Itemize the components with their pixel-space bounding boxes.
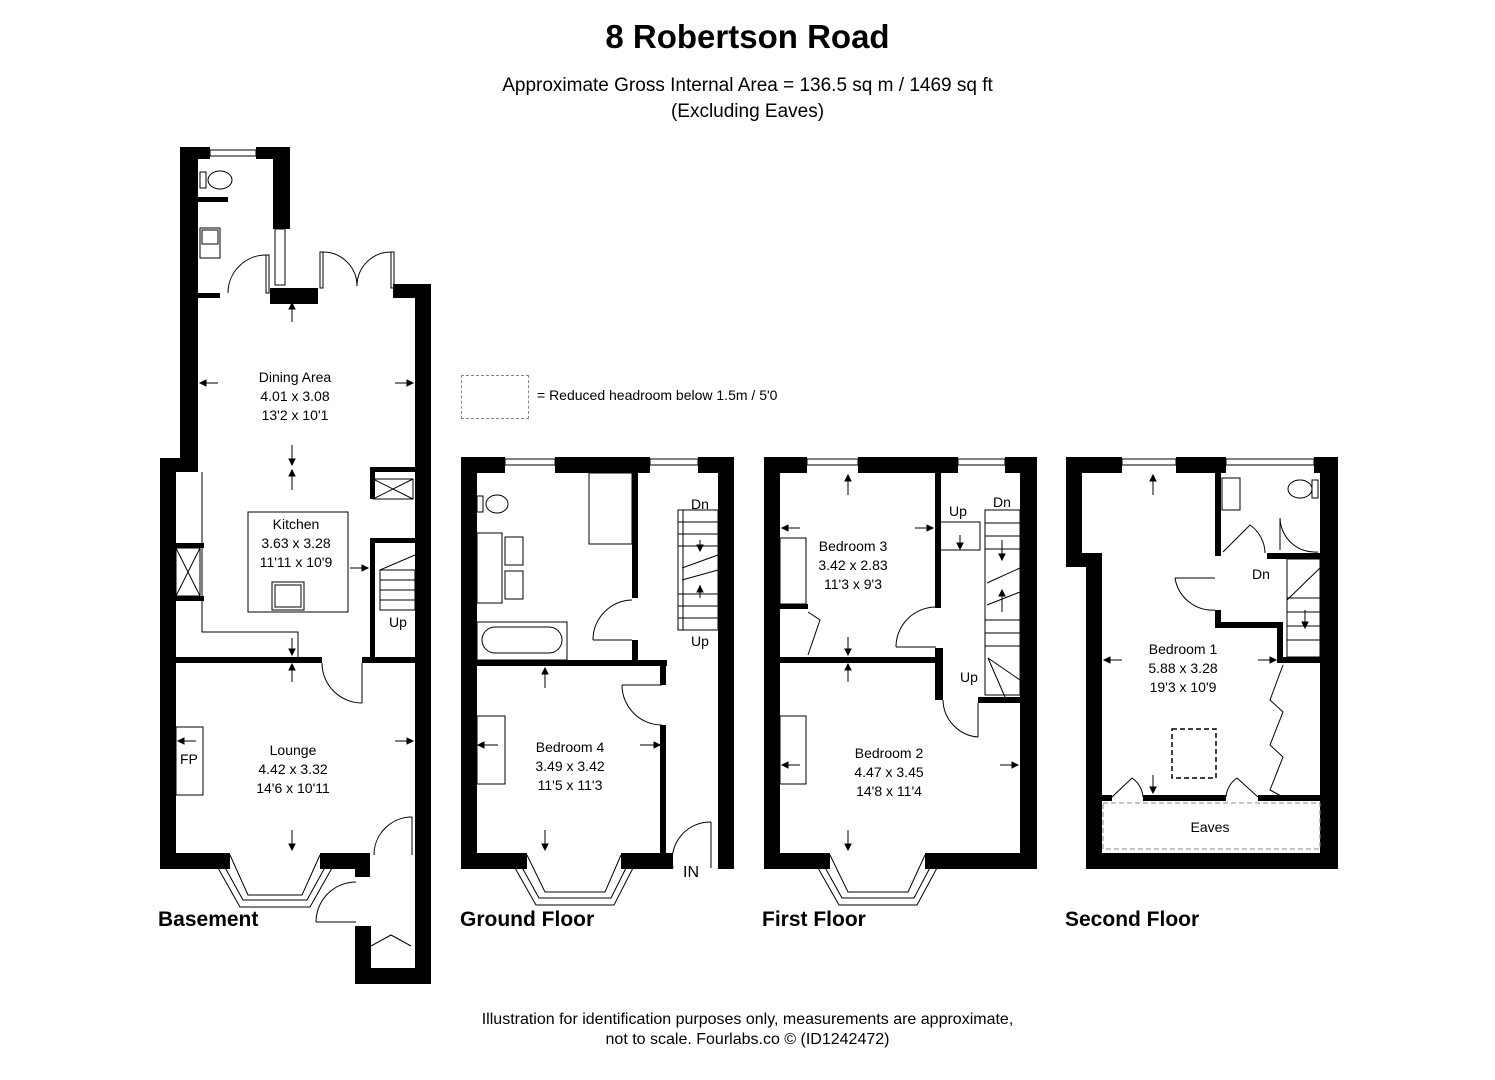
room-name: Lounge: [269, 742, 317, 758]
room-metric: 4.01 x 3.08: [260, 388, 330, 404]
room-imperial: 14'8 x 11'4: [856, 783, 922, 799]
room-lounge: Lounge 4.42 x 3.32 14'6 x 10'11: [256, 741, 330, 798]
reduced-headroom-legend-text: = Reduced headroom below 1.5m / 5'0: [537, 387, 778, 403]
room-imperial: 19'3 x 10'9: [1149, 679, 1217, 695]
room-metric: 5.88 x 3.28: [1148, 660, 1218, 676]
disclaimer-line-1: Illustration for identification purposes…: [481, 1011, 1014, 1028]
room-bedroom-2: Bedroom 2 4.47 x 3.45 14'8 x 11'4: [854, 744, 923, 801]
room-imperial: 11'5 x 11'3: [537, 777, 603, 793]
page-title: 8 Robertson Road: [605, 18, 890, 55]
entrance-label: IN: [683, 864, 699, 881]
floor-label-basement: Basement: [158, 908, 259, 931]
room-imperial: 14'6 x 10'11: [256, 780, 330, 796]
room-imperial: 11'11 x 10'9: [259, 554, 333, 570]
stairs-up-label: Up: [389, 614, 407, 630]
stairs-down-label: Dn: [993, 494, 1011, 510]
room-bedroom-3: Bedroom 3 3.42 x 2.83 11'3 x 9'3: [818, 537, 887, 594]
room-metric: 4.47 x 3.45: [854, 764, 924, 780]
room-bedroom-1: Bedroom 1 5.88 x 3.28 19'3 x 10'9: [1148, 640, 1217, 697]
stairs-down-label: Dn: [691, 496, 709, 512]
fireplace-label: FP: [180, 751, 198, 767]
stairs-up-label-upper: Up: [949, 503, 967, 519]
room-name: Bedroom 3: [818, 538, 888, 554]
room-metric: 3.42 x 2.83: [818, 557, 888, 573]
room-name: Eaves: [1190, 819, 1230, 835]
floor-label-first: First Floor: [762, 908, 866, 931]
gross-area: Approximate Gross Internal Area = 136.5 …: [502, 75, 993, 96]
room-name: Bedroom 2: [854, 745, 924, 761]
room-metric: 3.63 x 3.28: [261, 535, 331, 551]
disclaimer-line-2: not to scale. Fourlabs.co © (ID1242472): [605, 1031, 890, 1048]
room-metric: 3.49 x 3.42: [535, 758, 605, 774]
room-eaves: Eaves: [1191, 818, 1230, 837]
room-metric: 4.42 x 3.32: [258, 761, 328, 777]
room-name: Bedroom 4: [535, 739, 605, 755]
floor-label-second: Second Floor: [1065, 908, 1200, 931]
room-imperial: 13'2 x 10'1: [261, 407, 329, 423]
room-bedroom-4: Bedroom 4 3.49 x 3.42 11'5 x 11'3: [535, 738, 604, 795]
area-note: (Excluding Eaves): [670, 101, 825, 122]
room-name: Dining Area: [258, 369, 332, 385]
room-imperial: 11'3 x 9'3: [823, 576, 883, 592]
room-dining-area: Dining Area 4.01 x 3.08 13'2 x 10'1: [259, 368, 331, 425]
stairs-up-label: Up: [691, 633, 709, 649]
stairs-up-label-lower: Up: [960, 669, 978, 685]
room-kitchen: Kitchen 3.63 x 3.28 11'11 x 10'9: [260, 515, 333, 572]
stairs-down-label: Dn: [1252, 566, 1270, 582]
room-name: Bedroom 1: [1148, 641, 1218, 657]
room-name: Kitchen: [272, 516, 320, 532]
reduced-headroom-legend-swatch: [461, 375, 529, 419]
floor-label-ground: Ground Floor: [460, 908, 595, 931]
